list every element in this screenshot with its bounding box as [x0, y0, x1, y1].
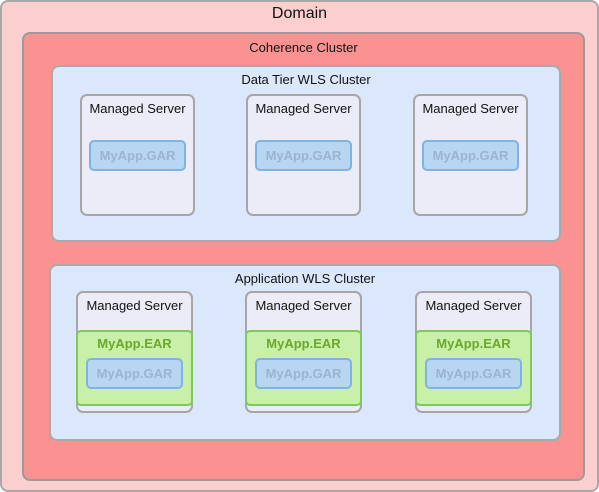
application-server-1: Managed Server MyApp.EAR MyApp.GAR	[76, 291, 193, 413]
coherence-cluster-box: Coherence Cluster Data Tier WLS Cluster …	[22, 32, 585, 481]
application-server-3: Managed Server MyApp.EAR MyApp.GAR	[415, 291, 532, 413]
application-cluster-label: Application WLS Cluster	[234, 271, 376, 286]
server-label: Managed Server	[255, 101, 352, 116]
gar-artifact: MyApp.GAR	[86, 358, 183, 389]
data-tier-server-3: Managed Server MyApp.GAR	[413, 94, 528, 216]
gar-artifact: MyApp.GAR	[255, 140, 352, 171]
ear-label: MyApp.EAR	[436, 336, 511, 351]
server-label: Managed Server	[89, 101, 186, 116]
domain-label: Domain	[271, 5, 328, 22]
application-cluster-box: Application WLS Cluster Managed Server M…	[49, 264, 561, 441]
ear-label: MyApp.EAR	[266, 336, 341, 351]
server-label: Managed Server	[422, 101, 519, 116]
gar-artifact: MyApp.GAR	[422, 140, 519, 171]
ear-artifact: MyApp.EAR MyApp.GAR	[76, 330, 193, 406]
gar-artifact: MyApp.GAR	[255, 358, 352, 389]
ear-label: MyApp.EAR	[97, 336, 172, 351]
application-server-2: Managed Server MyApp.EAR MyApp.GAR	[245, 291, 362, 413]
data-tier-cluster-label: Data Tier WLS Cluster	[241, 72, 371, 87]
data-tier-server-1: Managed Server MyApp.GAR	[80, 94, 195, 216]
data-tier-server-2: Managed Server MyApp.GAR	[246, 94, 361, 216]
gar-artifact: MyApp.GAR	[89, 140, 186, 171]
gar-artifact: MyApp.GAR	[425, 358, 522, 389]
server-label: Managed Server	[86, 298, 183, 313]
server-label: Managed Server	[255, 298, 352, 313]
ear-artifact: MyApp.EAR MyApp.GAR	[245, 330, 362, 406]
ear-artifact: MyApp.EAR MyApp.GAR	[415, 330, 532, 406]
coherence-cluster-label: Coherence Cluster	[249, 40, 358, 55]
server-label: Managed Server	[425, 298, 522, 313]
data-tier-cluster-box: Data Tier WLS Cluster Managed Server MyA…	[51, 65, 561, 242]
